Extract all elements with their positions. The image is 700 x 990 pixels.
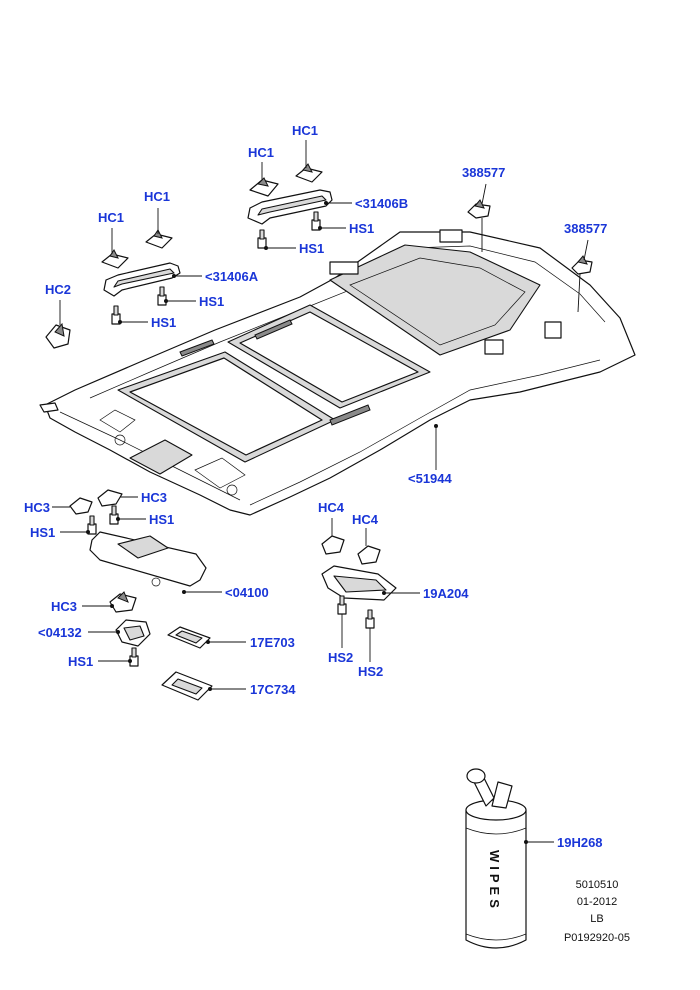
callout-hs1-b: HS1 xyxy=(299,241,324,256)
reference-id: P0192920-05 xyxy=(564,932,630,944)
callout-17c734: 17C734 xyxy=(250,682,296,697)
callout-hc1-b: HC1 xyxy=(248,145,274,160)
clip-hc4-a xyxy=(321,535,345,555)
screw-hs1-b xyxy=(257,229,267,249)
screw-hs1-g xyxy=(129,647,139,667)
hanger-clip-hc1-a xyxy=(295,163,323,183)
sun-visor xyxy=(89,531,207,587)
callout-hs2-a: HS2 xyxy=(328,650,353,665)
screw-hs1-a xyxy=(311,211,321,231)
mirror-cover-17e703 xyxy=(167,626,211,649)
screw-hs1-f xyxy=(109,505,119,525)
callout-hc1-d: HC1 xyxy=(98,210,124,225)
reference-number: 5010510 xyxy=(576,879,619,891)
callout-hc4-b: HC4 xyxy=(352,512,379,527)
visor-bracket-04132 xyxy=(115,619,151,647)
screw-hs2-a xyxy=(337,595,347,615)
callout-hc3-c: HC3 xyxy=(51,599,77,614)
callout-hs2-b: HS2 xyxy=(358,664,383,679)
clip-hc3-b xyxy=(97,489,123,507)
callout-19a204: 19A204 xyxy=(423,586,469,601)
callout-51944: <51944 xyxy=(408,471,453,486)
hanger-clip-hc1-b xyxy=(249,177,279,197)
wipes-label: WIPES xyxy=(487,850,502,912)
screw-hs1-d xyxy=(111,305,121,325)
callout-17e703: 17E703 xyxy=(250,635,295,650)
callout-hc1-a: HC1 xyxy=(292,123,318,138)
callout-hs1-c: HS1 xyxy=(199,294,224,309)
headliner-panel xyxy=(39,229,636,516)
callout-31406a: <31406A xyxy=(205,269,259,284)
callout-31406b: <31406B xyxy=(355,196,408,211)
leader-lines xyxy=(52,140,589,844)
clip-hc3-c xyxy=(109,591,137,613)
clip-hc3-a xyxy=(69,497,93,515)
reference-code: LB xyxy=(590,913,603,925)
hanger-clip-hc1-c xyxy=(145,229,173,249)
reference-date: 01-2012 xyxy=(577,896,617,908)
screw-hs1-e xyxy=(87,515,97,535)
callout-hc4-a: HC4 xyxy=(318,500,345,515)
callout-hc3-b: HC3 xyxy=(141,490,167,505)
mirror-bezel-17c734 xyxy=(161,671,213,701)
grab-handle-31406b xyxy=(247,189,333,225)
drawing-reference: 5010510 01-2012 LB P0192920-05 xyxy=(564,879,630,944)
callout-hs1-g: HS1 xyxy=(68,654,93,669)
clip-388577-b xyxy=(571,255,593,275)
clip-hc2 xyxy=(45,322,71,349)
callout-hc1-c: HC1 xyxy=(144,189,170,204)
callout-hs1-d: HS1 xyxy=(151,315,176,330)
wipes-canister xyxy=(465,768,527,949)
hanger-clip-hc1-d xyxy=(101,249,129,269)
callout-388577-b: 388577 xyxy=(564,221,607,236)
callout-hs1-f: HS1 xyxy=(149,512,174,527)
callout-hs1-a: HS1 xyxy=(349,221,374,236)
clip-388577-a xyxy=(467,199,491,219)
callout-hc2: HC2 xyxy=(45,282,71,297)
clip-hc4-b xyxy=(357,545,381,565)
console-19a204 xyxy=(321,565,397,601)
callout-hs1-e: HS1 xyxy=(30,525,55,540)
callout-labels: HC1 HC1 <31406B HS1 HS1 HC1 HC1 <31406A … xyxy=(24,123,607,850)
callout-04100: <04100 xyxy=(225,585,269,600)
callout-hc3-a: HC3 xyxy=(24,500,50,515)
callout-388577-a: 388577 xyxy=(462,165,505,180)
callout-04132: <04132 xyxy=(38,625,82,640)
grab-handle-31406a xyxy=(103,262,181,297)
screw-hs2-b xyxy=(365,609,375,629)
callout-19h268: 19H268 xyxy=(557,835,603,850)
